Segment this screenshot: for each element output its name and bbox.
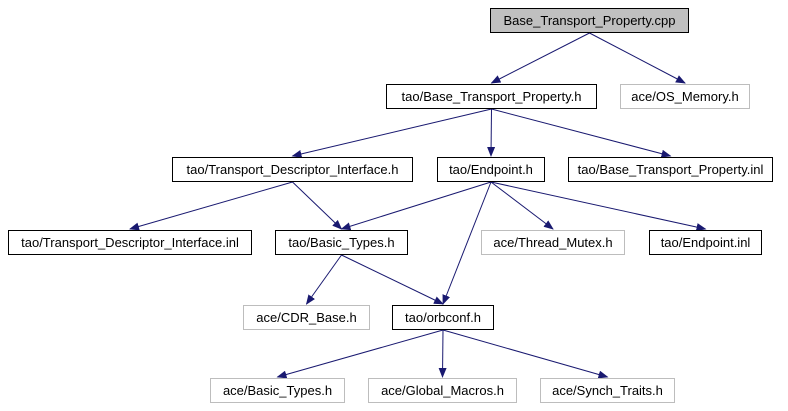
edge-base_transport_property_cpp-to-tao_base_transport_property_h [490, 32, 590, 84]
node-tao_base_transport_property_h[interactable]: tao/Base_Transport_Property.h [386, 84, 597, 109]
edge-tao_endpoint_h-to-ace_thread_mutex_h [490, 181, 554, 230]
edge-base_transport_property_cpp-to-ace_os_memory_h [589, 32, 686, 84]
node-label: Base_Transport_Property.cpp [503, 13, 676, 28]
node-label: tao/Base_Transport_Property.inl [577, 162, 764, 177]
node-label: ace/Thread_Mutex.h [493, 235, 613, 250]
node-tao_transport_descriptor_interface_h[interactable]: tao/Transport_Descriptor_Interface.h [172, 157, 413, 182]
node-tao_endpoint_inl[interactable]: tao/Endpoint.inl [649, 230, 762, 255]
node-base_transport_property_cpp: Base_Transport_Property.cpp [490, 8, 689, 33]
edge-tao_base_transport_property_h-to-tao_base_transport_property_inl [491, 108, 672, 158]
node-label: tao/Basic_Types.h [288, 235, 395, 250]
edge-tao_orbconf_h-to-ace_global_macros_h [438, 329, 447, 378]
node-tao_endpoint_h[interactable]: tao/Endpoint.h [437, 157, 545, 182]
node-ace_basic_types_h: ace/Basic_Types.h [210, 378, 345, 403]
node-tao_orbconf_h[interactable]: tao/orbconf.h [392, 305, 494, 330]
node-tao_base_transport_property_inl[interactable]: tao/Base_Transport_Property.inl [568, 157, 773, 182]
edge-tao_endpoint_h-to-tao_basic_types_h [340, 181, 492, 231]
node-label: ace/Synch_Traits.h [552, 383, 663, 398]
node-ace_cdr_base_h: ace/CDR_Base.h [243, 305, 370, 330]
node-tao_basic_types_h[interactable]: tao/Basic_Types.h [275, 230, 408, 255]
edge-tao_base_transport_property_h-to-tao_transport_descriptor_interface_h [291, 108, 492, 158]
edge-tao_basic_types_h-to-ace_cdr_base_h [305, 254, 342, 305]
edge-tao_endpoint_h-to-tao_endpoint_inl [490, 181, 707, 231]
edge-tao_orbconf_h-to-ace_synch_traits_h [442, 329, 609, 379]
node-label: tao/orbconf.h [405, 310, 481, 325]
node-ace_os_memory_h: ace/OS_Memory.h [620, 84, 750, 109]
node-label: ace/Global_Macros.h [381, 383, 504, 398]
edge-tao_base_transport_property_h-to-tao_endpoint_h [487, 108, 496, 157]
node-label: tao/Transport_Descriptor_Interface.inl [21, 235, 239, 250]
node-label: ace/OS_Memory.h [631, 89, 739, 104]
node-ace_global_macros_h: ace/Global_Macros.h [368, 378, 517, 403]
edge-tao_basic_types_h-to-tao_orbconf_h [341, 254, 444, 305]
node-label: tao/Endpoint.inl [660, 235, 751, 250]
edge-tao_transport_descriptor_interface_h-to-tao_basic_types_h [292, 181, 343, 230]
node-ace_thread_mutex_h: ace/Thread_Mutex.h [481, 230, 625, 255]
node-label: ace/CDR_Base.h [256, 310, 357, 325]
edge-tao_orbconf_h-to-ace_basic_types_h [276, 329, 444, 379]
node-label: tao/Endpoint.h [449, 162, 533, 177]
node-label: tao/Base_Transport_Property.h [401, 89, 582, 104]
edge-tao_endpoint_h-to-tao_orbconf_h [442, 181, 492, 305]
node-ace_synch_traits_h: ace/Synch_Traits.h [540, 378, 675, 403]
node-label: ace/Basic_Types.h [222, 383, 333, 398]
node-tao_transport_descriptor_interface_inl[interactable]: tao/Transport_Descriptor_Interface.inl [8, 230, 252, 255]
node-label: tao/Transport_Descriptor_Interface.h [186, 162, 399, 177]
edge-tao_transport_descriptor_interface_h-to-tao_transport_descriptor_interface_inl [129, 181, 293, 231]
